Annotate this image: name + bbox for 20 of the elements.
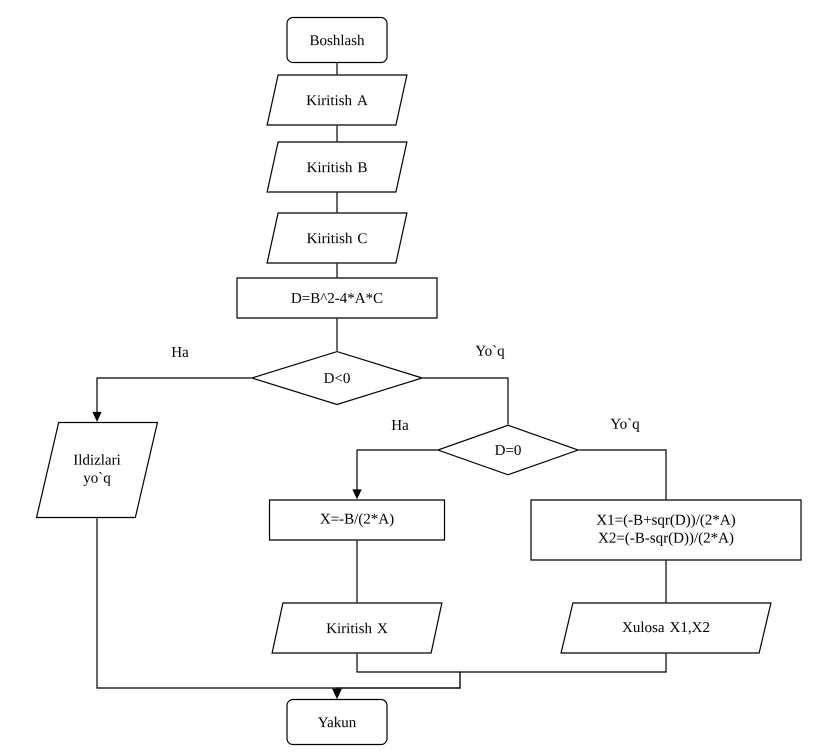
terminal-box: Boshlash (286, 16, 388, 64)
connector-line (665, 560, 667, 602)
connector-line (336, 192, 338, 212)
connector-line (423, 377, 509, 424)
connector-line (336, 63, 338, 74)
connector-line (336, 318, 338, 351)
terminal-box: Yakun (286, 698, 388, 746)
edge-label: Ha (390, 419, 410, 431)
edge-label: Ha (170, 346, 190, 358)
edge-label: Yo`q (474, 344, 506, 360)
process-box: D=B^2-4*A*C (236, 277, 438, 319)
connector-line (356, 540, 358, 602)
edge-label: Yo`q (609, 417, 641, 433)
process-box: X1=(-B+sqr(D))/(2*A) X2=(-B-sqr(D))/(2*A) (530, 499, 802, 561)
output-parallelogram: Ildizlari yo`q (36, 422, 158, 518)
process-box: X=-B/(2*A) (268, 499, 446, 541)
connector-line (336, 264, 338, 278)
connector-line (579, 449, 667, 500)
connector-line (336, 126, 338, 142)
output-parallelogram: Xulosa X1,X2 (560, 602, 772, 654)
